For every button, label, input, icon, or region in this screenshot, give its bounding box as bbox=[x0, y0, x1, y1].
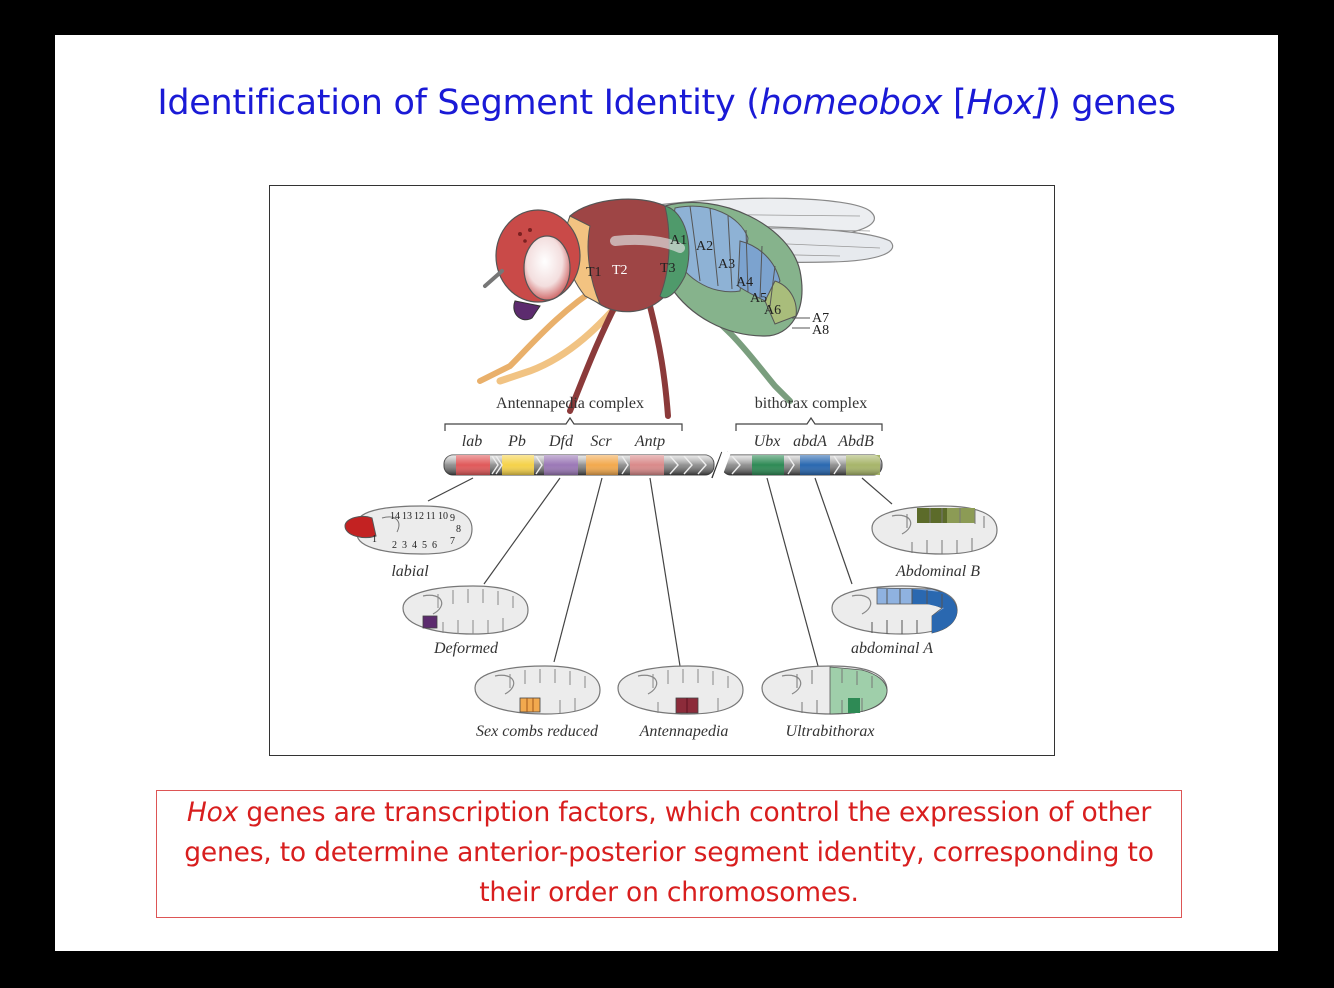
embryo-label-labial: labial bbox=[391, 563, 429, 580]
gene-label-antp: Antp bbox=[634, 433, 665, 450]
segment-label-A2: A2 bbox=[696, 239, 713, 254]
embryo-abda bbox=[831, 585, 958, 635]
embryo-abdb bbox=[871, 505, 998, 555]
eye-icon bbox=[523, 235, 571, 301]
antennapedia-complex-label: Antennapedia complex bbox=[496, 395, 644, 412]
slide-title: Identification of Segment Identity (home… bbox=[55, 83, 1278, 123]
segment-label-T1: T1 bbox=[586, 265, 602, 280]
labial-seg-7: 7 bbox=[450, 536, 455, 547]
caption-line-1: Hox genes are transcription factors, whi… bbox=[157, 793, 1181, 833]
labial-seg-1: 1 bbox=[372, 534, 377, 545]
gene-label-lab: lab bbox=[462, 433, 482, 450]
caption-text: genes are transcription factors, which c… bbox=[238, 797, 1152, 828]
embryo-labial: 14 13 12 11 10 9 8 7 1 2 3 4 5 6 bbox=[344, 505, 473, 555]
antennapedia-bracket bbox=[444, 416, 683, 431]
hox-diagram: T1 T2 T3 A1 A2 A3 A4 A5 A6 A7 A8 Antenna… bbox=[344, 197, 998, 740]
embryo-label-abda: abdominal A bbox=[851, 640, 933, 657]
bithorax-bracket bbox=[735, 416, 883, 431]
title-text: Identification of Segment Identity ( bbox=[157, 83, 760, 123]
segment-label-T3: T3 bbox=[660, 261, 676, 276]
segment-label-A1: A1 bbox=[670, 233, 687, 248]
bithorax-complex-label: bithorax complex bbox=[755, 395, 867, 412]
caption-line-2: genes, to determine anterior-posterior s… bbox=[184, 837, 1154, 868]
title-text: [ bbox=[942, 83, 967, 123]
embryo-label-deformed: Deformed bbox=[433, 640, 499, 657]
labial-seg-4: 4 bbox=[412, 540, 417, 551]
labial-seg-3: 3 bbox=[402, 540, 407, 551]
labial-seg-9: 9 bbox=[450, 513, 455, 524]
gene-label-scr: Scr bbox=[590, 433, 612, 450]
labial-seg-14: 14 bbox=[390, 511, 400, 522]
gene-label-pb: Pb bbox=[507, 433, 526, 450]
labial-seg-12: 12 bbox=[414, 511, 424, 522]
gene-label-abdb: AbdB bbox=[837, 433, 874, 450]
fly-illustration: T1 T2 T3 A1 A2 A3 A4 A5 A6 A7 A8 bbox=[477, 197, 894, 419]
embryo-label-abdb: Abdominal B bbox=[895, 563, 980, 580]
title-italic-homeobox: homeobox bbox=[759, 83, 943, 123]
labial-seg-2: 2 bbox=[392, 540, 397, 551]
embryo-label-antp: Antennapedia bbox=[639, 723, 729, 740]
title-text: ) genes bbox=[1047, 83, 1176, 123]
segment-label-A8: A8 bbox=[812, 323, 829, 338]
segment-label-A6: A6 bbox=[764, 303, 781, 318]
segment-label-A5: A5 bbox=[750, 291, 767, 306]
caption-line-3: their order on chromosomes. bbox=[479, 877, 859, 908]
connector-lines bbox=[427, 477, 893, 667]
labial-seg-10: 10 bbox=[438, 511, 448, 522]
labial-seg-8: 8 bbox=[456, 524, 461, 535]
embryo-antp bbox=[617, 665, 744, 715]
segment-label-A7: A7 bbox=[812, 311, 829, 326]
labial-seg-13: 13 bbox=[402, 511, 412, 522]
segment-label-T2: T2 bbox=[612, 263, 628, 278]
chromosome bbox=[443, 451, 883, 480]
embryo-label-ubx: Ultrabithorax bbox=[786, 723, 875, 740]
hox-figure: T1 T2 T3 A1 A2 A3 A4 A5 A6 A7 A8 Antenna… bbox=[269, 185, 1055, 756]
caption-italic-hox: Hox bbox=[186, 797, 239, 828]
segment-label-A3: A3 bbox=[718, 257, 735, 272]
labial-seg-5: 5 bbox=[422, 540, 427, 551]
labial-seg-6: 6 bbox=[432, 540, 437, 551]
slide: Identification of Segment Identity (home… bbox=[55, 35, 1278, 951]
title-italic-hox: Hox] bbox=[966, 83, 1048, 123]
embryo-deformed bbox=[402, 585, 529, 635]
gene-label-abda: abdA bbox=[793, 433, 827, 450]
segment-label-A4: A4 bbox=[736, 275, 753, 290]
gene-label-dfd: Dfd bbox=[548, 433, 574, 450]
caption-box: Hox genes are transcription factors, whi… bbox=[156, 790, 1182, 918]
labial-seg-11: 11 bbox=[426, 511, 436, 522]
embryo-ubx bbox=[761, 665, 888, 715]
embryo-scr bbox=[474, 665, 601, 715]
embryo-label-scr: Sex combs reduced bbox=[476, 723, 599, 740]
gene-label-ubx: Ubx bbox=[754, 433, 781, 450]
